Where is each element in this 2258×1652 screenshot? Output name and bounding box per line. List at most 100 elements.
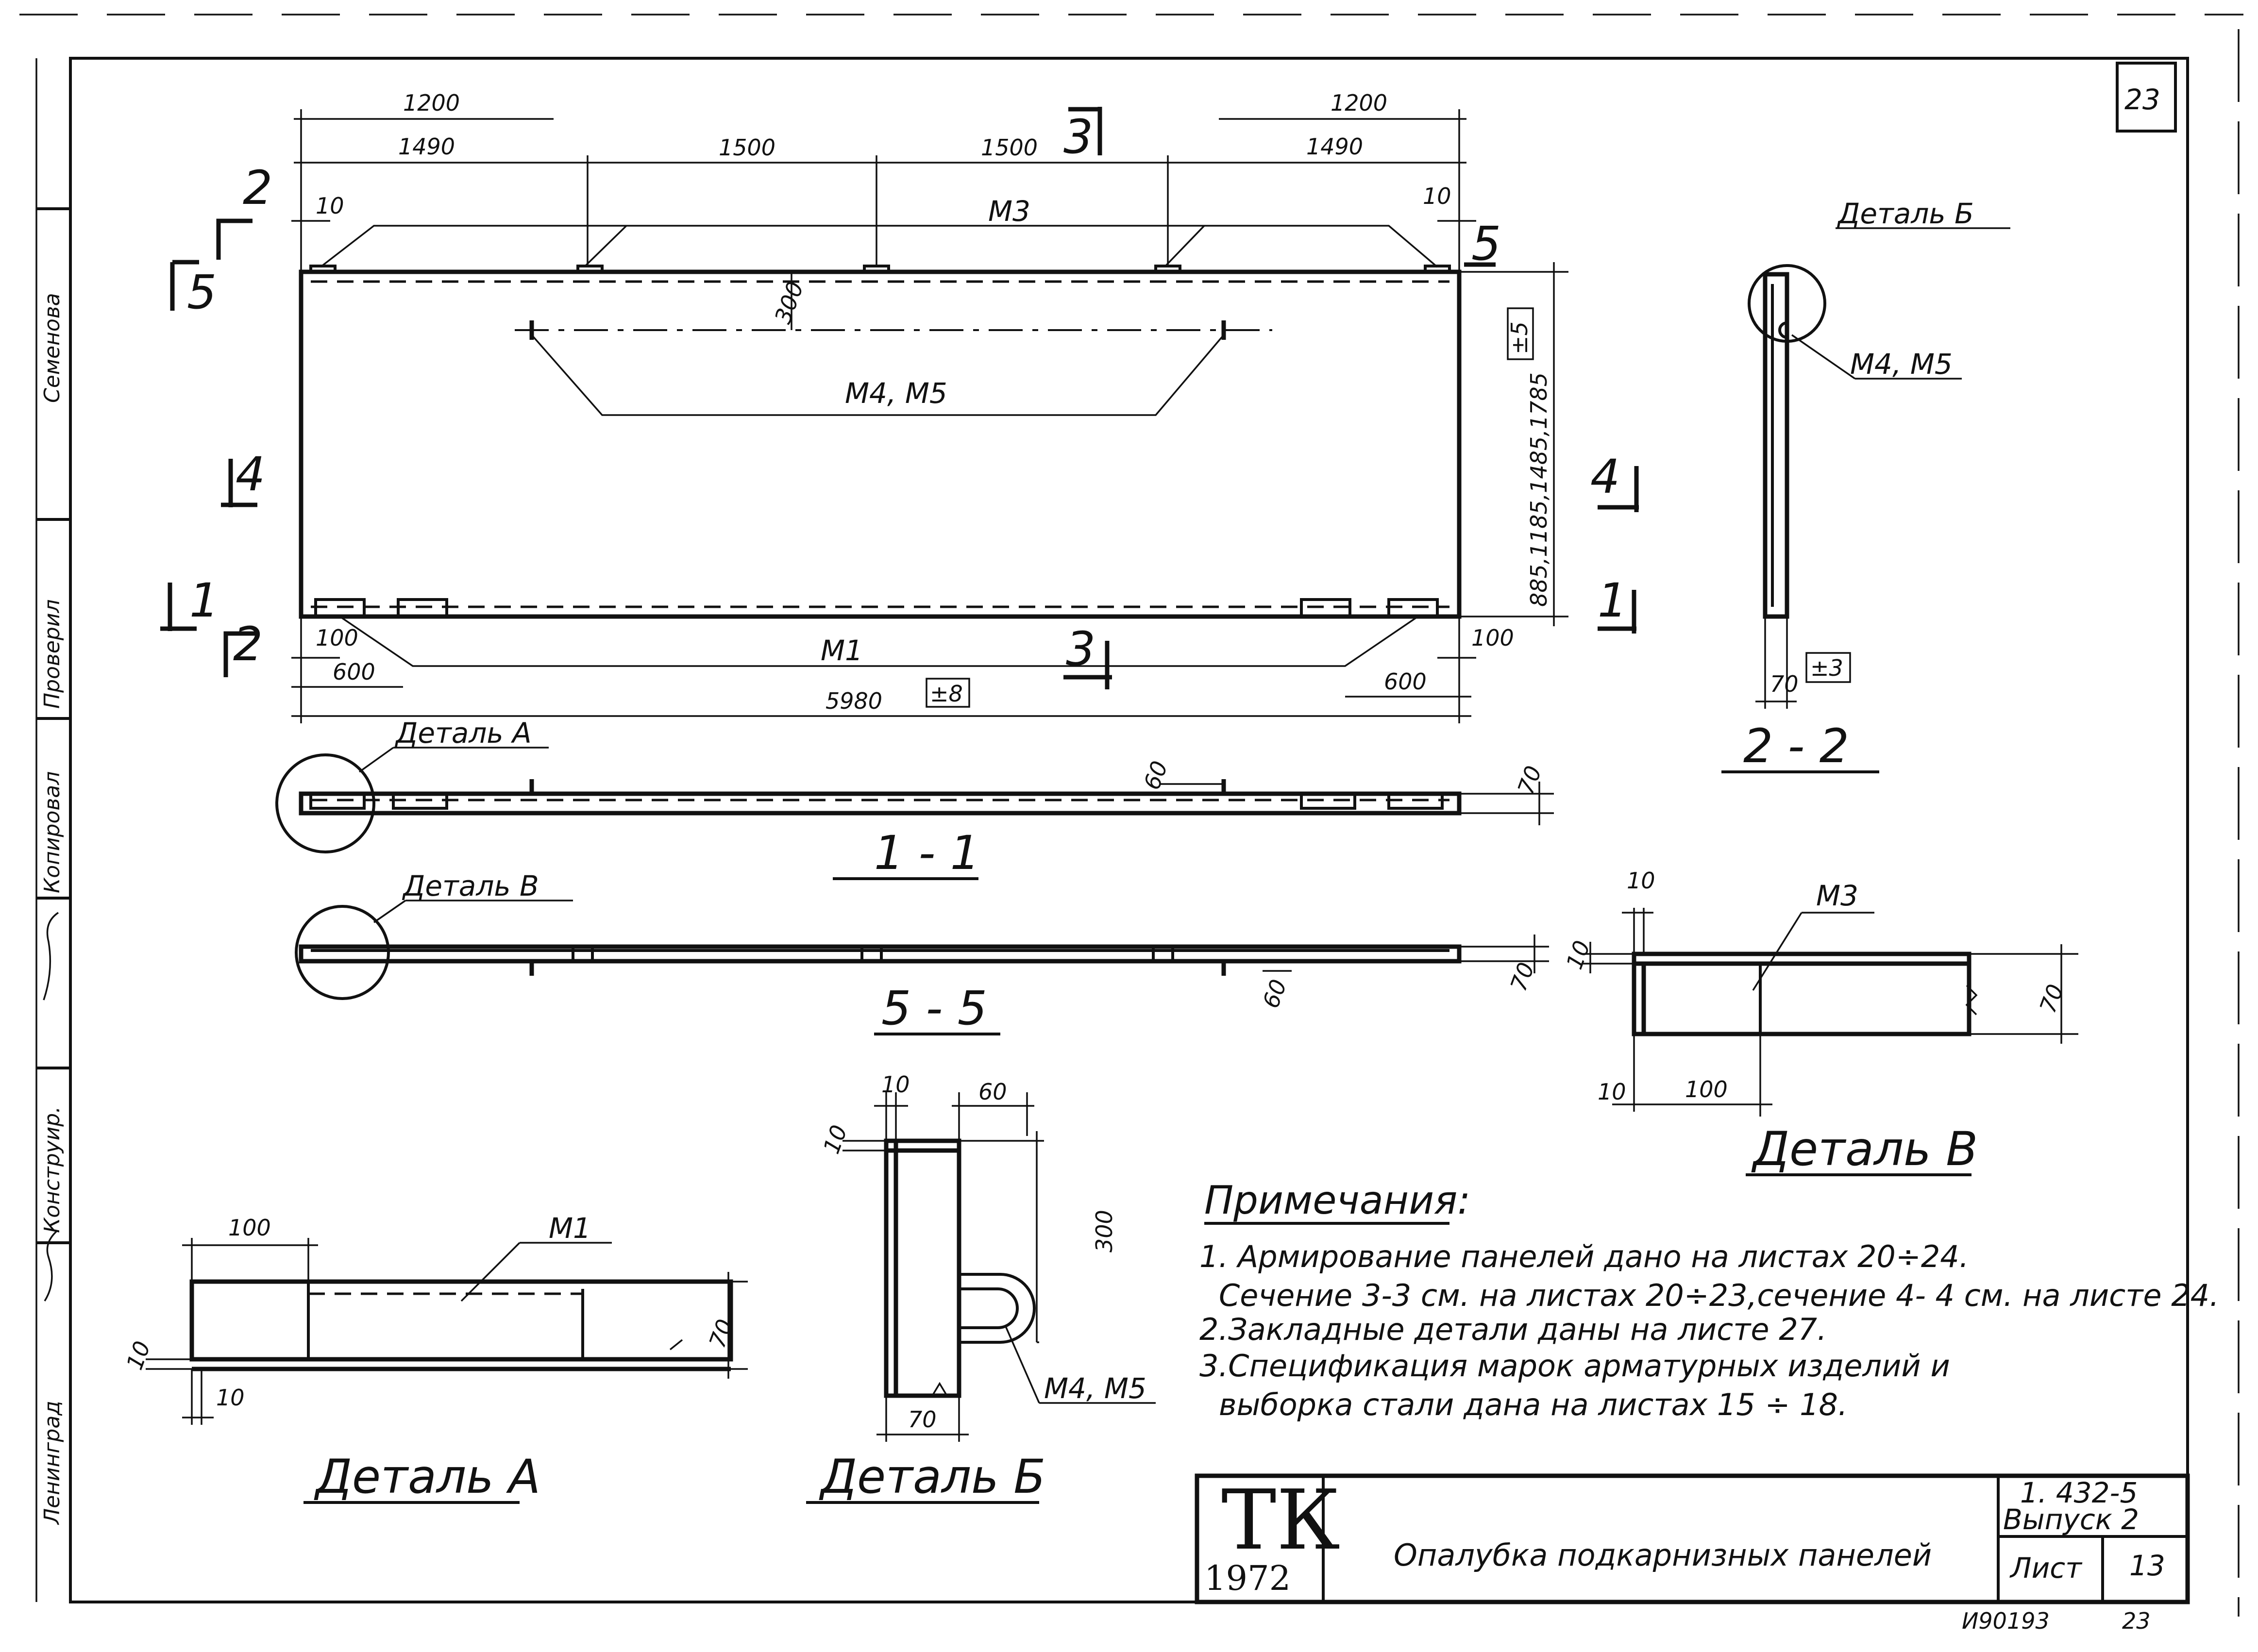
detail-v-dim-70: 70 bbox=[2035, 981, 2069, 1016]
detail-b: 10 60 10 300 70 М4, М5 Деталь Б bbox=[806, 1071, 1156, 1504]
plan-dim-10-right: 10 bbox=[1423, 183, 1451, 209]
detail-b-dim-300: 300 bbox=[1091, 1210, 1117, 1252]
svg-text:3: 3 bbox=[1063, 110, 1093, 164]
svg-text:5: 5 bbox=[187, 265, 217, 319]
svg-text:2: 2 bbox=[243, 161, 272, 215]
detail-v-dim-10-top: 10 bbox=[1627, 868, 1655, 894]
title-block: ТК 1972 Опалубка подкарнизных панелей 1.… bbox=[1195, 1472, 2190, 1604]
plan-dim-100-left: 100 bbox=[316, 625, 358, 651]
cut-marker-3: 3 3 bbox=[1063, 107, 1112, 689]
detail-a: 100 М1 70 10 10 Деталь А bbox=[121, 1212, 748, 1504]
detail-a-dim-100: 100 bbox=[228, 1215, 271, 1241]
svg-text:5: 5 bbox=[1471, 217, 1501, 271]
plan-label-m1: М1 bbox=[821, 634, 863, 667]
plan-dim-1490-left: 1490 bbox=[398, 133, 455, 160]
detail-b-dim-10-v: 10 bbox=[818, 1121, 853, 1157]
plan-dim-1200-right: 1200 bbox=[1331, 90, 1387, 116]
detail-v-title: Деталь В bbox=[1751, 1122, 1978, 1176]
notes-block: Примечания: 1. Армирование панелей дано … bbox=[1199, 1178, 2219, 1422]
section-5-5-dim-60: 60 bbox=[1258, 976, 1292, 1011]
title-block-issue: Выпуск 2 bbox=[2003, 1503, 2139, 1536]
plan-label-m3: М3 bbox=[988, 195, 1030, 228]
section-1-1-dim-70: 70 bbox=[1513, 762, 1547, 798]
plan-dim-1490-right: 1490 bbox=[1306, 133, 1363, 160]
detail-b-title: Деталь Б bbox=[819, 1450, 1045, 1504]
svg-text:3: 3 bbox=[1066, 622, 1095, 676]
plan-dim-300: 300 bbox=[770, 278, 809, 327]
notes-line-4: 3.Спецификация марок арматурных изделий … bbox=[1199, 1348, 1950, 1384]
cut-marker-2: 2 2 bbox=[216, 161, 272, 677]
plan-dim-1200-left: 1200 bbox=[403, 90, 460, 116]
title-block-sheet-number: 13 bbox=[2129, 1549, 2165, 1582]
detail-v: 10 М3 10 70 10 100 Деталь В bbox=[1561, 868, 2078, 1176]
title-block-series: 1. 432-5 bbox=[2020, 1476, 2138, 1509]
detail-b-dim-10: 10 bbox=[881, 1071, 910, 1098]
plan-dim-1500-b: 1500 bbox=[981, 134, 1038, 161]
side-stamp-name: Семенова bbox=[40, 293, 65, 403]
notes-line-1: 1. Армирование панелей дано на листах 20… bbox=[1199, 1239, 1969, 1274]
svg-text:1: 1 bbox=[1598, 573, 1627, 628]
section-1-1-title: 1 - 1 bbox=[874, 826, 980, 880]
plan-dim-10-left: 10 bbox=[316, 193, 344, 219]
cut-marker-5: 5 5 bbox=[170, 217, 1501, 319]
section-1-1-dim-60: 60 bbox=[1139, 757, 1173, 793]
section-2-2: М4, М5 Деталь Б 70 ±3 2 - 2 bbox=[1721, 197, 2010, 773]
plan-label-m4m5: М4, М5 bbox=[845, 377, 947, 410]
section-2-2-label-m4m5: М4, М5 bbox=[1850, 348, 1953, 381]
notes-heading: Примечания: bbox=[1204, 1178, 1470, 1223]
svg-text:4: 4 bbox=[236, 447, 265, 501]
detail-v-dim-10-bottom: 10 bbox=[1598, 1079, 1626, 1105]
notes-line-2: Сечение 3-3 см. на листах 20÷23,сечение … bbox=[1219, 1278, 2219, 1313]
detail-a-title: Деталь А bbox=[314, 1450, 540, 1504]
section-2-2-detail-label: Деталь Б bbox=[1837, 197, 1974, 230]
notes-line-5: выборка стали дана на листах 15 ÷ 18. bbox=[1219, 1387, 1848, 1422]
side-stamp-copier: Копировал bbox=[40, 771, 65, 893]
plan-dim-height: 885,1185,1485,1785 bbox=[1526, 372, 1552, 607]
plan-tol-total: ±8 bbox=[930, 681, 963, 707]
detail-a-label-m1: М1 bbox=[549, 1212, 591, 1245]
section-2-2-dim-70: 70 bbox=[1770, 671, 1799, 697]
side-stamp: Ленинград Конструир. Проверил Копировал … bbox=[35, 58, 70, 1602]
title-block-year: 1972 bbox=[1204, 1558, 1291, 1598]
section-5-5-detail-label: Деталь В bbox=[402, 869, 539, 902]
plan-dim-600-left: 600 bbox=[333, 659, 375, 685]
section-1-1-detail-label: Деталь А bbox=[394, 717, 532, 750]
section-5-5: Деталь В 60 70 5 - 5 bbox=[295, 869, 1549, 1035]
detail-v-dim-100: 100 bbox=[1685, 1076, 1728, 1102]
signature-mark-2 bbox=[44, 1230, 58, 1302]
plan-dim-total: 5980 bbox=[826, 688, 882, 714]
detail-b-dim-60: 60 bbox=[978, 1079, 1007, 1105]
detail-b-label-m4m5: М4, М5 bbox=[1044, 1372, 1146, 1405]
bottom-page: 23 bbox=[2122, 1608, 2151, 1634]
svg-text:4: 4 bbox=[1590, 450, 1620, 504]
plan-dim-1500-a: 1500 bbox=[719, 134, 775, 161]
section-5-5-title: 5 - 5 bbox=[881, 981, 987, 1035]
side-stamp-designer: Конструир. bbox=[40, 1106, 65, 1233]
detail-a-dim-10-a: 10 bbox=[121, 1337, 156, 1373]
section-2-2-tol-70: ±3 bbox=[1810, 655, 1843, 681]
notes-line-3: 2.Закладные детали даны на листе 27. bbox=[1199, 1312, 1827, 1347]
signature-mark bbox=[43, 912, 59, 1001]
title-block-logo: ТК bbox=[1221, 1472, 1340, 1569]
detail-b-dim-70: 70 bbox=[908, 1406, 937, 1433]
bottom-code: И90193 bbox=[1962, 1608, 2050, 1634]
title-block-title: Опалубка подкарнизных панелей bbox=[1394, 1537, 1932, 1573]
plan-dim-100-right: 100 bbox=[1471, 625, 1514, 651]
svg-text:1: 1 bbox=[189, 573, 219, 628]
section-1-1: Деталь А 60 70 1 - 1 bbox=[275, 717, 1554, 880]
plan-tol-height: ±5 bbox=[1506, 321, 1533, 354]
sheet-corner-number: 23 bbox=[2124, 83, 2160, 116]
sheet-frame: 23 bbox=[19, 14, 2243, 1617]
svg-text:2: 2 bbox=[233, 617, 263, 671]
cut-marker-1: 1 1 bbox=[160, 573, 1636, 634]
plan-dim-600-right: 600 bbox=[1384, 668, 1427, 695]
side-stamp-checker: Проверил bbox=[40, 599, 65, 709]
side-stamp-city: Ленинград bbox=[40, 1401, 65, 1525]
panel-plan-view: М3 М4, М5 М1 1200 1200 1490 1500 1500 14… bbox=[160, 90, 1639, 723]
cut-marker-4: 4 4 bbox=[221, 447, 1639, 512]
section-2-2-title: 2 - 2 bbox=[1743, 719, 1849, 773]
detail-a-dim-70: 70 bbox=[704, 1316, 739, 1351]
title-block-sheet-label: Лист bbox=[2009, 1552, 2083, 1585]
detail-v-label-m3: М3 bbox=[1816, 879, 1858, 912]
